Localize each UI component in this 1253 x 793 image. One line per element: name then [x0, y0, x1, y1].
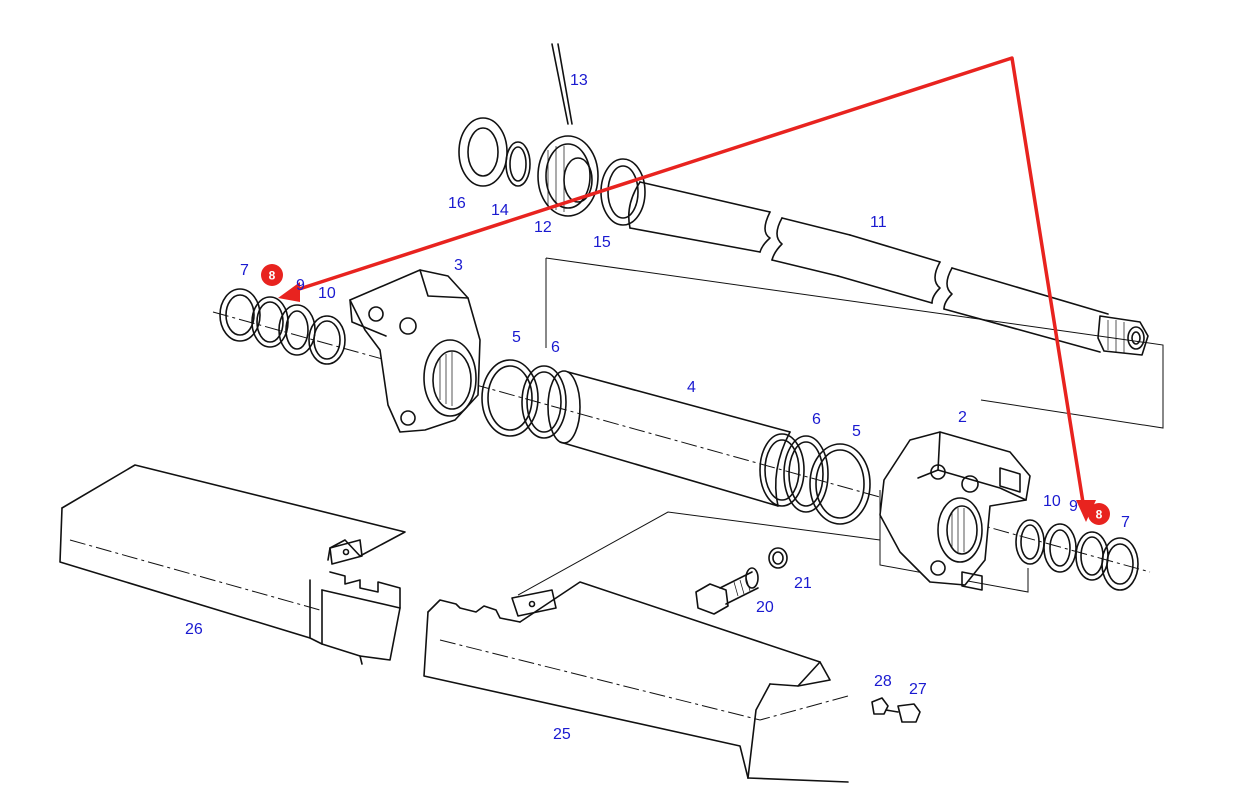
label-part-2: 2 [958, 409, 967, 426]
seal-group-right [1015, 519, 1139, 591]
rings-left [481, 359, 567, 439]
label-part-10-right: 10 [1043, 493, 1061, 510]
label-part-14: 14 [491, 202, 509, 219]
label-part-20: 20 [756, 599, 774, 616]
seal-group-left [219, 288, 346, 365]
guard-cover-left [59, 464, 406, 665]
badge-part-8-right: 8 [1088, 503, 1110, 525]
screw-and-nut [871, 697, 921, 723]
label-part-21: 21 [794, 575, 812, 592]
cylinder-tube [547, 370, 791, 507]
label-part-10-left: 10 [318, 285, 336, 302]
label-part-7-left: 7 [240, 262, 249, 279]
label-part-12: 12 [534, 219, 552, 236]
assembly-outline [212, 257, 1164, 596]
label-part-7-right: 7 [1121, 514, 1130, 531]
label-part-25: 25 [553, 726, 571, 743]
bolt-and-washer [695, 547, 788, 615]
svg-text:8: 8 [1096, 508, 1103, 522]
label-part-6-right: 6 [812, 411, 821, 428]
highlight-badges: 8 8 [261, 264, 1110, 525]
piston-rod [627, 181, 1149, 356]
svg-text:8: 8 [269, 269, 276, 283]
rings-right [759, 433, 871, 525]
label-part-28: 28 [874, 673, 892, 690]
badge-part-8-left: 8 [261, 264, 283, 286]
guard-cover-right [423, 581, 849, 783]
label-part-26: 26 [185, 621, 203, 638]
label-part-5-left: 5 [512, 329, 521, 346]
label-part-9-right: 9 [1069, 498, 1078, 515]
label-part-11: 11 [870, 214, 887, 231]
label-part-15: 15 [593, 234, 611, 251]
part-labels: 13 16 14 12 15 11 7 9 10 3 5 6 4 6 5 2 1… [185, 72, 1130, 743]
piston-assembly [458, 43, 646, 226]
label-part-3: 3 [454, 257, 463, 274]
label-part-27: 27 [909, 681, 927, 698]
cylinder-head-left [349, 269, 481, 433]
label-part-6-left: 6 [551, 339, 560, 356]
highlight-arrows [278, 56, 1096, 522]
label-part-5-right: 5 [852, 423, 861, 440]
cylinder-head-right [879, 431, 1031, 591]
label-part-4: 4 [687, 379, 696, 396]
label-part-13: 13 [570, 72, 588, 89]
label-part-9-left: 9 [296, 277, 305, 294]
label-part-16: 16 [448, 195, 466, 212]
